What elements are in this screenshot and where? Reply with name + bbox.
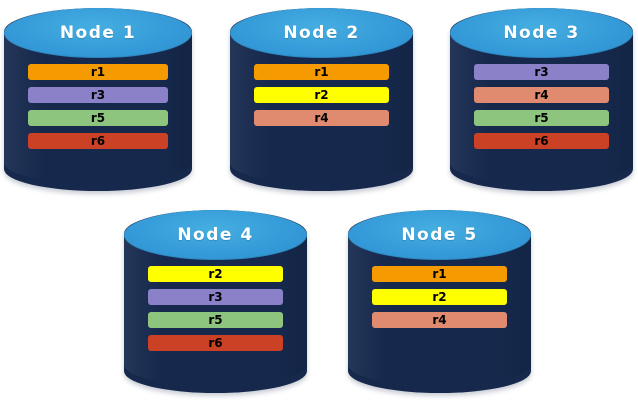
database-node-cylinder[interactable]: Node 4 r2 r3 r5 r6 [124, 210, 307, 393]
replica-bar[interactable]: r4 [253, 110, 390, 126]
replica-bar[interactable]: r6 [473, 133, 610, 149]
replica-bar[interactable]: r2 [253, 87, 390, 103]
replica-bar[interactable]: r3 [473, 64, 610, 80]
node-title-label: Node 4 [177, 225, 254, 246]
replica-label: r1 [90, 64, 106, 79]
replica-bar[interactable]: r2 [147, 266, 284, 282]
replica-bar[interactable]: r4 [371, 312, 508, 328]
replica-label: r3 [534, 64, 549, 79]
node-title-label: Node 2 [283, 23, 360, 44]
cylinder-top-ellipse [230, 8, 413, 59]
replica-label: r2 [314, 87, 329, 102]
replica-bar[interactable]: r3 [28, 87, 168, 103]
replica-label: r4 [432, 312, 447, 327]
replica-list: r1 r2 r4 [348, 266, 531, 328]
replica-list: r1 r3 r5 r6 [4, 64, 192, 149]
replica-bar[interactable]: r6 [147, 335, 284, 351]
replica-bar[interactable]: r5 [473, 110, 610, 126]
replica-label: r2 [432, 289, 447, 304]
replica-list: r2 r3 r5 r6 [124, 266, 307, 351]
replica-bar[interactable]: r1 [28, 64, 168, 80]
replica-bar[interactable]: r6 [28, 133, 168, 149]
replica-bar[interactable]: r1 [371, 266, 508, 282]
replica-label: r2 [208, 266, 223, 281]
replica-bar[interactable]: r2 [371, 289, 508, 305]
database-node-cylinder[interactable]: Node 5 r1 r2 r4 [348, 210, 531, 393]
replica-label: r5 [90, 110, 106, 125]
replica-list: r3 r4 r5 r6 [450, 64, 633, 149]
replica-label: r6 [534, 133, 549, 148]
replica-label: r3 [90, 87, 106, 102]
replica-label: r6 [208, 335, 223, 350]
replica-label: r4 [534, 87, 549, 102]
replica-bar[interactable]: r1 [253, 64, 390, 80]
replica-label: r3 [208, 289, 223, 304]
database-node-cylinder[interactable]: Node 1 r1 r3 r5 r6 [4, 8, 192, 191]
replica-bar[interactable]: r4 [473, 87, 610, 103]
replica-bar[interactable]: r3 [147, 289, 284, 305]
replica-bar[interactable]: r5 [28, 110, 168, 126]
replica-label: r4 [314, 110, 329, 125]
node-title-label: Node 3 [503, 23, 580, 44]
node-title-label: Node 5 [401, 225, 478, 246]
cylinder-top-ellipse [4, 8, 192, 59]
database-node-cylinder[interactable]: Node 3 r3 r4 r5 r6 [450, 8, 633, 191]
replica-label: r1 [432, 266, 447, 281]
replica-label: r5 [534, 110, 549, 125]
cylinder-top-ellipse [450, 8, 633, 59]
replica-bar[interactable]: r5 [147, 312, 284, 328]
database-node-cylinder[interactable]: Node 2 r1 r2 r4 [230, 8, 413, 191]
replica-label: r1 [314, 64, 329, 79]
replica-label: r6 [90, 133, 106, 148]
cylinder-top-ellipse [348, 210, 531, 261]
cylinder-top-ellipse [124, 210, 307, 261]
node-title-label: Node 1 [59, 23, 137, 44]
replica-list: r1 r2 r4 [230, 64, 413, 126]
replica-label: r5 [208, 312, 223, 327]
